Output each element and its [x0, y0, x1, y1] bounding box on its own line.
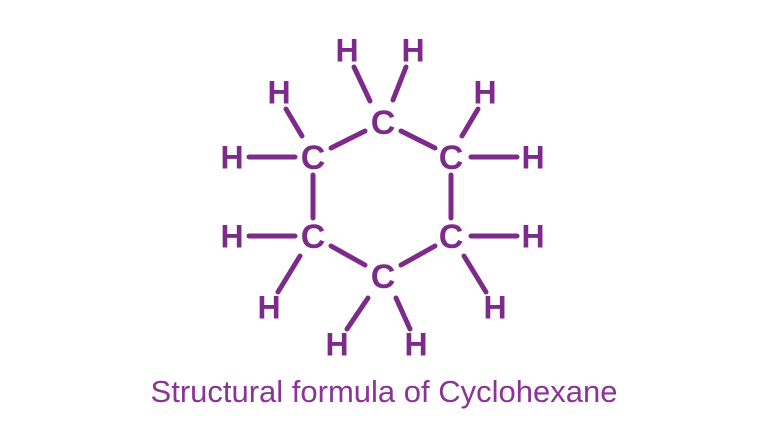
diagram-caption: Structural formula of Cyclohexane	[150, 374, 618, 409]
carbon-atoms: C C C C C C	[301, 104, 464, 296]
carbon-lower-right: C	[439, 218, 464, 256]
carbon-upper-right: C	[439, 139, 464, 177]
bond-h-top-left	[351, 64, 373, 104]
ring-bonds	[310, 128, 454, 268]
hydrogen-top-left: H	[335, 33, 358, 69]
carbon-upper-left: C	[301, 139, 326, 177]
hydrogen-right-lower: H	[521, 219, 544, 255]
bond-clowerleft-cbottom	[328, 243, 368, 268]
bond-h-upper-left	[283, 106, 305, 139]
bond-ctop-cupperright	[398, 128, 438, 151]
hydrogen-lower-left: H	[257, 290, 280, 326]
hydrogen-left-upper: H	[220, 140, 243, 176]
hydrogen-top-right: H	[401, 33, 424, 69]
hydrogen-right-upper: H	[521, 140, 544, 176]
bond-ctop-cupperleft	[328, 128, 368, 151]
hydrogen-bottom-left: H	[325, 327, 348, 363]
bond-h-upper-right	[459, 106, 481, 139]
bond-h-bottom-left	[344, 295, 371, 332]
carbon-top: C	[371, 104, 396, 142]
hydrogen-lower-right: H	[483, 290, 506, 326]
bond-h-lower-right	[461, 253, 489, 295]
hydrogen-bottom-right: H	[404, 327, 427, 363]
hydrogen-upper-left: H	[267, 75, 290, 111]
bond-h-top-right	[390, 64, 409, 103]
ch-bonds	[246, 64, 520, 332]
bond-clowerright-cbottom	[398, 243, 438, 268]
carbon-lower-left: C	[301, 218, 326, 256]
bond-h-lower-left	[275, 253, 303, 295]
bond-h-bottom-right	[393, 295, 413, 332]
hydrogen-upper-right: H	[473, 75, 496, 111]
hydrogen-atoms: H H H H H H H H H H H H	[220, 33, 544, 363]
carbon-bottom: C	[371, 258, 396, 296]
hydrogen-left-lower: H	[220, 219, 243, 255]
